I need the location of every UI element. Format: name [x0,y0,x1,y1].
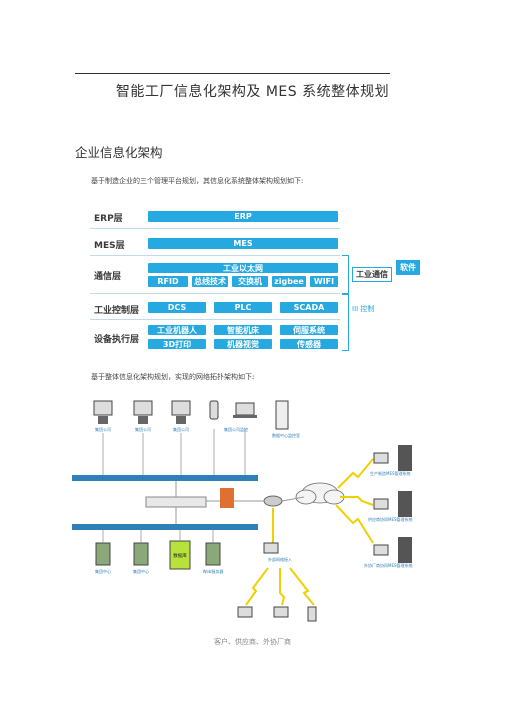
header-rule [75,73,390,74]
architecture-figure: ERP层 ERP MES层 MES 通信层 工业以太网 RFID 总线技术 交换… [90,203,442,353]
right-node-label: 生产制造MES管理系统 [370,470,411,476]
network-caption: 客户、供应商、外协厂商 [214,638,291,646]
server-icon [373,445,412,563]
bottom-server-icon [95,540,221,570]
internet-cloud-icon [295,482,345,505]
client-device-icon [237,606,317,622]
layer-divider [90,228,340,229]
comm-item: 交换机 [232,276,268,287]
mes-layer-label: MES层 [94,241,125,251]
top-node-label: 集团公司 [135,426,151,432]
network-topology-drawing: 集团公司 集团公司 集团公司 集团公司监控 数据中心监控室 [72,400,413,622]
comm-item: 总线技术 [192,276,228,287]
device-item: 伺服系统 [280,325,338,335]
router-icon [263,495,283,507]
side-control-label: III 控制 [352,305,375,313]
ethernet-bar: 工业以太网 [148,263,338,273]
device-item: 智能机床 [214,325,272,335]
device-item: 3D打印 [148,339,206,349]
side-comm-label: 工业通信 [352,267,392,282]
control-layer-label: 工业控制层 [94,306,140,316]
aggregation-switch-icon [263,542,279,554]
network-topology-diagram: 集团公司 集团公司 集团公司 集团公司监控 数据中心监控室 [68,393,440,649]
desktop-icon [93,400,289,430]
layer-divider [90,319,340,320]
bottom-node-label: 集团中心 [95,568,111,574]
wireless-link-icon [272,458,374,544]
document-title: 智能工厂信息化架构及 MES 系统整体规划 [115,84,390,100]
comm-brace [342,255,349,295]
right-node-label: 供应商协同MES管理系统 [368,516,413,522]
top-node-label: 数据中心监控室 [272,432,300,438]
mes-bar: MES [148,238,338,249]
comm-layer-label: 通信层 [94,272,122,282]
erp-bar: ERP [148,211,338,222]
bottom-node-label: Web服务器 [203,568,224,574]
intro-paragraph: 基于制造企业的三个管理平台规划，其信息化系统整体架构规划如下: [91,177,304,185]
comm-item: WIFI [310,276,338,287]
device-item: 传感器 [280,339,338,349]
firewall-icon [220,488,234,508]
lan-bar-bottom [72,524,258,530]
wireless-link-icon [245,567,315,606]
core-switch-icon [145,496,207,508]
erp-layer-label: ERP层 [94,214,123,224]
right-node-label: 外协厂商协同MES管理系统 [364,562,413,568]
section-heading: 企业信息化架构 [75,145,163,160]
bottom-node-label: 集团中心 [133,568,149,574]
top-node-label: 集团公司 [173,426,189,432]
control-item: PLC [214,302,272,313]
layer-divider [90,255,340,256]
comm-item: zigbee [272,276,306,287]
control-item: DCS [148,302,206,313]
device-item: 机器视觉 [214,339,272,349]
database-label: 数据库 [173,552,187,559]
layer-divider [90,293,340,294]
control-item: SCADA [280,302,338,313]
device-item: 工业机器人 [148,325,206,335]
comm-item: RFID [148,276,188,287]
control-brace [342,293,349,351]
device-layer-label: 设备执行层 [94,335,140,345]
network-intro-paragraph: 基于整体信息化架构规划，实现的网络拓扑架构如下: [91,373,255,381]
side-software-label: 软件 [396,260,420,275]
top-node-label: 集团公司 [95,426,111,432]
top-node-label: 集团公司监控 [224,426,248,432]
lan-bar-top [72,475,258,481]
client-hub-label: 外部网络接入 [268,556,292,562]
